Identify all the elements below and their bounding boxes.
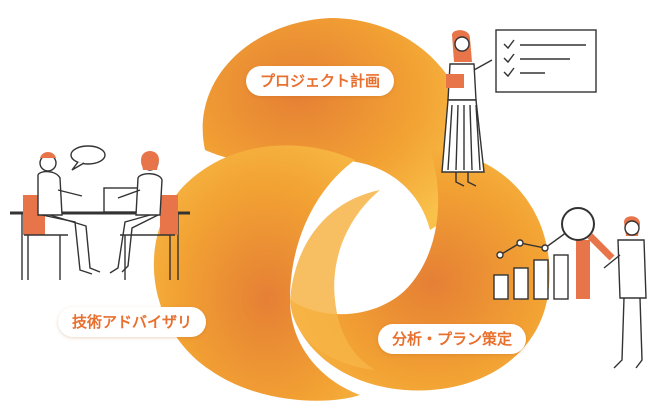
data-analyst-magnifier-icon: [493, 207, 647, 369]
petal-left: [153, 145, 360, 401]
presenter-whiteboard-icon: [441, 29, 597, 187]
label-project-planning: プロジェクト計画: [246, 66, 395, 96]
label-technical-advisory: 技術アドバイザリ: [58, 307, 207, 337]
label-analysis-planning: 分析・プラン策定: [378, 324, 527, 354]
center-swirl: [290, 190, 380, 370]
meeting-scene-icon: [10, 145, 190, 280]
